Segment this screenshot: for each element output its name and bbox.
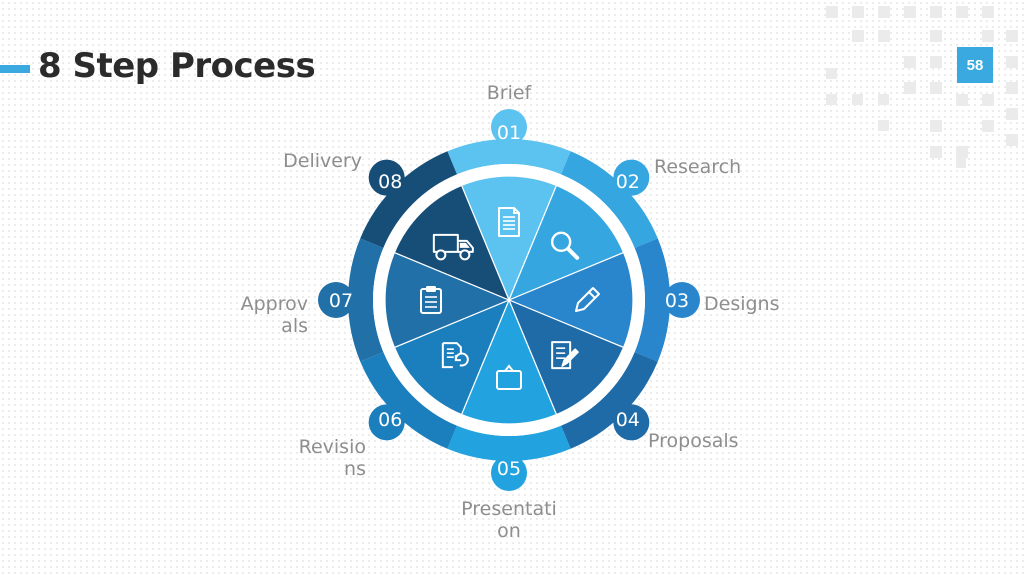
deco-square xyxy=(930,82,942,94)
outer-ring-segment xyxy=(360,151,457,248)
deco-square xyxy=(852,30,864,42)
step-label-line: Presentati xyxy=(461,498,557,520)
deco-square xyxy=(878,6,890,18)
step-label: Brief xyxy=(454,82,564,104)
outer-ring-segment xyxy=(447,139,571,175)
step-label-line: Research xyxy=(654,156,742,178)
deco-square xyxy=(930,120,942,132)
step-number-bump xyxy=(491,455,527,491)
step-number: 06 xyxy=(378,409,402,431)
step-number-bump xyxy=(491,109,527,145)
presentation-board-icon xyxy=(496,364,522,390)
step-label-line: Approv xyxy=(240,293,308,315)
step-label-line: Delivery xyxy=(283,150,362,172)
inner-wedge xyxy=(393,184,511,302)
step-label-line: Brief xyxy=(486,82,532,104)
step-label: Proposals xyxy=(648,430,758,452)
deco-square xyxy=(826,6,838,18)
step-number: 07 xyxy=(329,290,353,312)
document-icon xyxy=(498,207,520,237)
outer-ring-segment xyxy=(360,352,457,449)
deco-square xyxy=(930,56,942,68)
step-number: 08 xyxy=(378,171,402,193)
deco-square xyxy=(930,30,942,42)
deco-square xyxy=(904,82,916,94)
step-number: 05 xyxy=(497,458,521,480)
deco-square xyxy=(930,6,942,18)
deco-square xyxy=(878,30,890,42)
step-number: 01 xyxy=(497,122,521,144)
deco-square xyxy=(930,146,942,158)
step-number-bump xyxy=(368,404,405,441)
deco-square xyxy=(1006,82,1018,94)
step-label-line: Proposals xyxy=(648,430,739,452)
deco-square xyxy=(852,94,863,105)
inner-wedge xyxy=(507,184,625,302)
step-number: 04 xyxy=(616,409,640,431)
outer-ring-segment xyxy=(634,238,670,362)
step-number-bump xyxy=(613,404,650,441)
step-label-line: on xyxy=(497,520,521,542)
page-title: 8 Step Process xyxy=(38,46,316,86)
step-number-bump xyxy=(368,159,405,196)
step-label-line: Designs xyxy=(704,293,780,315)
deco-square xyxy=(956,146,968,158)
outer-ring-segment xyxy=(348,238,384,362)
step-number-bump xyxy=(613,159,650,196)
step-number: 03 xyxy=(665,290,689,312)
deco-square xyxy=(982,6,994,18)
deco-square xyxy=(956,94,968,106)
deco-square xyxy=(826,68,837,79)
inner-wedge xyxy=(460,298,558,425)
outer-ring-segment xyxy=(561,352,658,449)
step-label: Designs xyxy=(704,293,814,315)
deco-square xyxy=(1006,56,1018,68)
step-label-line: Revisio xyxy=(298,436,366,458)
step-label: Delivery xyxy=(252,150,362,172)
deco-square xyxy=(826,94,837,105)
deco-square xyxy=(956,6,968,18)
inner-wedge xyxy=(507,251,634,349)
deco-square xyxy=(1006,134,1018,146)
pencil-icon xyxy=(575,287,600,312)
deco-square xyxy=(1006,108,1018,120)
deco-square xyxy=(878,120,889,131)
deco-square xyxy=(982,120,994,132)
magnifier-icon xyxy=(550,231,580,260)
deco-square xyxy=(1006,30,1018,42)
title-accent-bar xyxy=(0,65,30,73)
step-label-line: ns xyxy=(344,458,366,480)
deco-square xyxy=(982,94,994,106)
inner-wedge xyxy=(384,251,511,349)
step-label-line: als xyxy=(281,315,308,337)
step-number: 02 xyxy=(616,171,640,193)
clipboard-icon xyxy=(420,286,442,314)
page-number-badge: 58 xyxy=(957,47,993,83)
step-number-bump xyxy=(664,282,700,318)
truck-icon xyxy=(432,233,474,261)
step-number-bump xyxy=(318,282,354,318)
deco-square xyxy=(852,6,864,18)
deco-square xyxy=(956,158,966,168)
deco-square xyxy=(904,56,916,68)
edit-document-icon xyxy=(551,341,579,370)
outer-ring-segment xyxy=(447,425,571,461)
outer-ring-segment xyxy=(561,151,658,248)
deco-square xyxy=(878,94,889,105)
deco-square xyxy=(982,30,994,42)
revision-icon xyxy=(441,342,469,369)
deco-square xyxy=(904,6,916,18)
step-label: Research xyxy=(654,156,764,178)
inner-wedge xyxy=(460,175,558,302)
